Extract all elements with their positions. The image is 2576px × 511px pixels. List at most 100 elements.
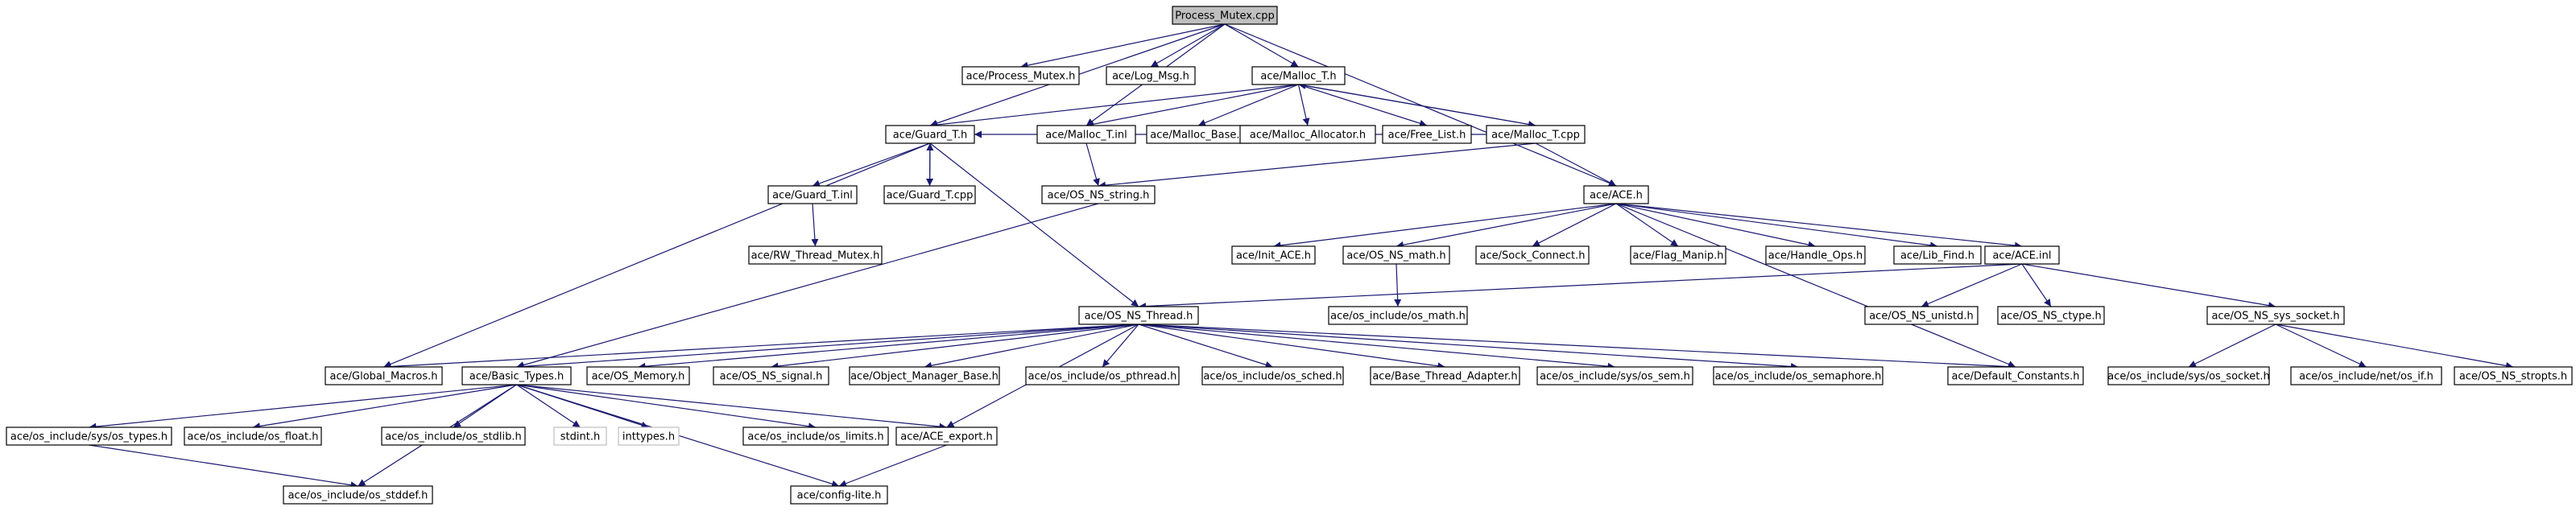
edge-os_ns_thread-to-base_thread_adapter: [1138, 323, 1445, 370]
node-config-lite[interactable]: ace/config-lite.h: [790, 485, 888, 505]
node-rw-thread-mutex[interactable]: ace/RW_Thread_Mutex.h: [748, 245, 883, 265]
node-lib-find[interactable]: ace/Lib_Find.h: [1893, 245, 1982, 265]
node-os-ns-math[interactable]: ace/OS_NS_math.h: [1342, 245, 1450, 265]
node-label: ace/Flag_Manip.h: [1633, 250, 1724, 262]
node-label: ace/RW_Thread_Mutex.h: [751, 250, 880, 262]
node-label: ace/OS_NS_Thread.h: [1085, 311, 1193, 323]
node-box: [1765, 245, 1866, 265]
node-ace-export[interactable]: ace/ACE_export.h: [895, 427, 998, 446]
node-guard-t-h[interactable]: ace/Guard_T.h: [885, 125, 975, 144]
node-basic-types[interactable]: ace/Basic_Types.h: [461, 366, 572, 385]
node-box: [2290, 366, 2442, 385]
node-os-limits[interactable]: ace/os_include/os_limits.h: [742, 427, 889, 446]
edge-os_ns_thread-to-basic_types: [516, 323, 1139, 370]
node-box: [895, 427, 998, 446]
edge-basic_types-to-os_limits: [516, 384, 817, 431]
node-box: [1106, 66, 1196, 85]
node-label: ace/os_include/os_stdlib.h: [385, 431, 521, 443]
edge-ace_inl-to-os_ns_unistd: [1921, 263, 2023, 307]
node-label: ace/OS_NS_string.h: [1048, 190, 1150, 202]
node-label: ace/config-lite.h: [797, 490, 882, 502]
node-label: stdint.h: [560, 431, 600, 443]
node-os-sched[interactable]: ace/os_include/os_sched.h: [1201, 366, 1344, 385]
node-box: [713, 366, 829, 385]
edge-guard_t_h-to-os_ns_thread: [929, 142, 1139, 307]
node-layer: Process_Mutex.cpp ace/Process_Mutex.h ace/…: [6, 6, 2573, 505]
node-logmsg[interactable]: ace/Log_Msg.h: [1106, 66, 1196, 85]
node-free-list[interactable]: ace/Free_List.h: [1382, 125, 1472, 144]
node-box: [1342, 245, 1450, 265]
edge-ace_h-to-handle_ops: [1615, 203, 1816, 249]
node-handle-ops[interactable]: ace/Handle_Ops.h: [1765, 245, 1866, 265]
node-inttypes: inttypes.h: [618, 427, 680, 446]
node-os-float[interactable]: ace/os_include/os_float.h: [184, 427, 322, 446]
node-ace-h[interactable]: ace/ACE.h: [1583, 185, 1649, 204]
node-os-sys-sem[interactable]: ace/os_include/sys/os_sem.h: [1536, 366, 1693, 385]
node-label: ace/OS_NS_math.h: [1346, 250, 1445, 262]
node-os-stdlib[interactable]: ace/os_include/os_stdlib.h: [381, 427, 526, 446]
node-os-ns-thread[interactable]: ace/OS_NS_Thread.h: [1078, 306, 1199, 325]
node-box: [1239, 125, 1376, 144]
node-os-stddef[interactable]: ace/os_include/os_stddef.h: [283, 485, 433, 505]
edge-basic_types-to-os_float: [252, 384, 517, 431]
node-box: [883, 185, 976, 204]
node-malloc-base[interactable]: ace/Malloc_Base.h: [1146, 125, 1251, 144]
node-os-ns-unistd[interactable]: ace/OS_NS_unistd.h: [1864, 306, 1979, 325]
node-default-constants[interactable]: ace/Default_Constants.h: [1947, 366, 2084, 385]
edge-ace_h-to-default_constants: [1615, 203, 2016, 368]
node-obj-mgr-base[interactable]: ace/Object_Manager_Base.h: [849, 366, 1000, 385]
node-label: ace/Default_Constants.h: [1951, 371, 2079, 383]
node-os-ns-signal[interactable]: ace/OS_NS_signal.h: [713, 366, 829, 385]
edge-os_sys_types-to-os_stddef: [89, 444, 358, 489]
node-global-macros[interactable]: ace/Global_Macros.h: [325, 366, 443, 385]
node-label: ace/Malloc_Base.h: [1150, 130, 1247, 142]
node-label: ace/Guard_T.cpp: [887, 190, 974, 202]
edge-os_ns_thread-to-os_semaphore: [1138, 323, 1799, 370]
node-os-net-if[interactable]: ace/os_include/net/os_if.h: [2290, 366, 2442, 385]
node-box: [1583, 185, 1649, 204]
node-box: [184, 427, 322, 446]
node-malloc-alloc[interactable]: ace/Malloc_Allocator.h: [1239, 125, 1376, 144]
edge-ace_h-to-os_ns_math: [1396, 203, 1617, 249]
node-os-ns-stropts[interactable]: ace/OS_NS_stropts.h: [2454, 366, 2573, 385]
node-sock-connect[interactable]: ace/Sock_Connect.h: [1475, 245, 1590, 265]
node-os-sys-types[interactable]: ace/os_include/sys/os_types.h: [6, 427, 172, 446]
edge-os_ns_sys_socket-to-os_ns_stropts: [2275, 323, 2514, 369]
node-os-ns-ctype[interactable]: ace/OS_NS_ctype.h: [1997, 306, 2105, 325]
node-base-thread-adapter[interactable]: ace/Base_Thread_Adapter.h: [1370, 366, 1520, 385]
node-box: [1713, 366, 1883, 385]
edge-root-to-malloc_t_h: [1224, 23, 1299, 68]
node-pmh[interactable]: ace/Process_Mutex.h: [961, 66, 1080, 85]
node-label: ace/Log_Msg.h: [1112, 71, 1189, 83]
node-label: ace/Global_Macros.h: [330, 371, 438, 383]
node-malloc-t-inl[interactable]: ace/Malloc_T.inl: [1036, 125, 1136, 144]
node-malloc-t-h[interactable]: ace/Malloc_T.h: [1251, 66, 1346, 85]
node-flag-manip[interactable]: ace/Flag_Manip.h: [1630, 245, 1726, 265]
node-root[interactable]: Process_Mutex.cpp: [1172, 6, 1278, 25]
node-guard-t-inl[interactable]: ace/Guard_T.inl: [767, 185, 858, 204]
node-label: ace/Init_ACE.h: [1236, 250, 1311, 262]
node-os-ns-string[interactable]: ace/OS_NS_string.h: [1041, 185, 1156, 204]
edge-malloc_t_h-to-guard_t_h: [929, 84, 1299, 129]
node-guard-t-cpp[interactable]: ace/Guard_T.cpp: [883, 185, 976, 204]
node-box: [1201, 366, 1344, 385]
node-box: [748, 245, 883, 265]
edge-guard_t_h-to-guard_t_inl: [812, 142, 931, 188]
edge-root-to-logmsg: [1150, 23, 1226, 68]
node-init-ace[interactable]: ace/Init_ACE.h: [1231, 245, 1316, 265]
node-box: [767, 185, 858, 204]
node-os-ns-sys-socket[interactable]: ace/OS_NS_sys_socket.h: [2206, 306, 2345, 325]
node-malloc-t-cpp[interactable]: ace/Malloc_T.cpp: [1486, 125, 1586, 144]
node-label: ace/Malloc_T.h: [1260, 71, 1336, 83]
node-box: [1025, 366, 1180, 385]
edge-ace_h-to-lib_find: [1615, 203, 1938, 249]
node-label: ace/OS_Memory.h: [592, 371, 685, 383]
node-os-math[interactable]: ace/os_include/os_math.h: [1328, 306, 1468, 325]
edge-basic_types-to-stdint: [516, 384, 581, 428]
node-os-pthread[interactable]: ace/os_include/os_pthread.h: [1025, 366, 1180, 385]
node-os-sys-socket[interactable]: ace/os_include/sys/os_socket.h: [2107, 366, 2270, 385]
node-ace-inl[interactable]: ace/ACE.inl: [1984, 245, 2060, 265]
node-os-memory[interactable]: ace/OS_Memory.h: [586, 366, 690, 385]
node-os-semaphore[interactable]: ace/os_include/os_semaphore.h: [1713, 366, 1883, 385]
node-label: ace/Free_List.h: [1388, 130, 1466, 142]
